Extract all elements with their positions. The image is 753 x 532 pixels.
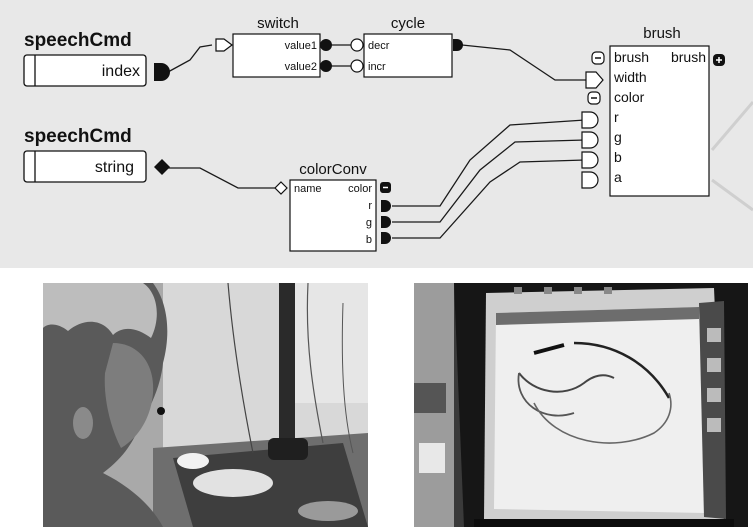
output-label: brush: [671, 49, 706, 65]
input-port[interactable]: [351, 39, 363, 51]
output-port[interactable]: [320, 39, 332, 51]
node-speechcmd-string[interactable]: speechCmd string: [24, 126, 170, 182]
port-label: incr: [368, 61, 386, 73]
node-title: speechCmd: [24, 30, 132, 51]
node-title: switch: [257, 15, 299, 32]
node-speechcmd-index[interactable]: speechCmd index: [24, 30, 170, 86]
wire-b: [392, 160, 585, 238]
output-port[interactable]: [381, 232, 391, 244]
node-cycle[interactable]: cycle decr incr: [351, 15, 463, 77]
port-label: g: [614, 129, 622, 145]
port-label: color: [614, 89, 645, 105]
input-label: name: [294, 183, 322, 195]
input-port[interactable]: [216, 39, 232, 51]
node-title: brush: [643, 25, 681, 42]
dataflow-diagram: speechCmd index speechCmd string switch …: [0, 0, 753, 268]
output-label: color: [348, 183, 372, 195]
port-label: g: [366, 217, 372, 229]
port-label: b: [614, 149, 622, 165]
output-port[interactable]: [154, 63, 170, 81]
port-label: value1: [285, 40, 317, 52]
port-label: b: [366, 234, 372, 246]
port-label: decr: [368, 40, 390, 52]
node-title: cycle: [391, 15, 425, 32]
node-colorconv[interactable]: colorConv name color r g b: [275, 161, 391, 251]
port-label: r: [614, 109, 619, 125]
wire-g: [392, 140, 585, 222]
port-label: r: [368, 200, 372, 212]
output-port[interactable]: [453, 39, 463, 51]
input-port[interactable]: [582, 172, 598, 188]
output-port[interactable]: [381, 216, 391, 228]
port-label: a: [614, 169, 622, 185]
node-title: colorConv: [299, 161, 367, 178]
node-brush[interactable]: brush brush brush width color r g b a: [582, 25, 725, 196]
input-port[interactable]: [351, 60, 363, 72]
output-port[interactable]: [154, 159, 170, 175]
output-port[interactable]: [381, 200, 391, 212]
input-port[interactable]: [582, 112, 598, 128]
input-label: brush: [614, 49, 649, 65]
node-field: string: [95, 159, 134, 176]
node-field: index: [102, 63, 140, 80]
input-port[interactable]: [586, 72, 603, 88]
output-port[interactable]: [320, 60, 332, 72]
input-port[interactable]: [582, 132, 598, 148]
port-label: value2: [285, 61, 317, 73]
wire-speech2-colorconv: [168, 168, 275, 188]
node-switch[interactable]: switch value1 value2: [216, 15, 332, 77]
photo-user-speaking: [43, 283, 368, 527]
wire-speech1-switch: [168, 45, 212, 72]
node-title: speechCmd: [24, 126, 132, 147]
port-label: width: [613, 69, 647, 85]
input-port[interactable]: [582, 152, 598, 168]
wire-cycle-brush-width: [462, 45, 588, 80]
photo-monitor-drawing: [414, 283, 748, 527]
input-port[interactable]: [275, 182, 287, 194]
